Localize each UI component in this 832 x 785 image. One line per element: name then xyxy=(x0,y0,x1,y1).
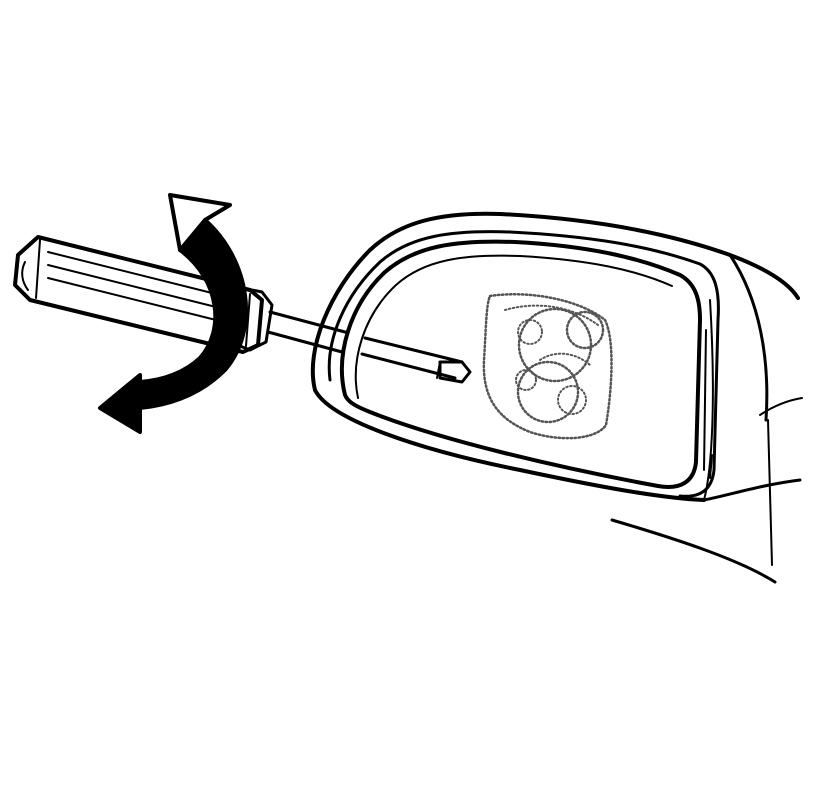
screwdriver xyxy=(13,235,472,384)
mirror-housing xyxy=(310,211,800,502)
mirror-motor xyxy=(482,293,613,440)
mirror-glass xyxy=(340,239,702,489)
rotate-arrow-icon xyxy=(98,193,248,434)
door-panel xyxy=(610,397,803,584)
